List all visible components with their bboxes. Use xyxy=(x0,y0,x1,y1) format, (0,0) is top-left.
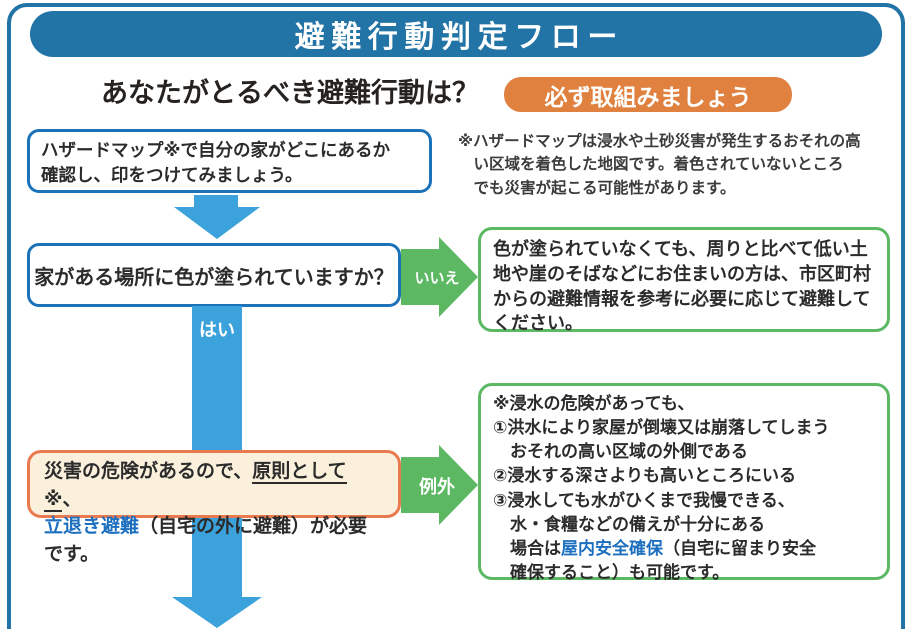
must-do-badge: 必ず取組みましょう xyxy=(504,77,792,112)
subtitle-question: あなたがとるべき避難行動は？ xyxy=(101,78,479,108)
outer-frame xyxy=(7,3,905,629)
hazard-map-note: ※ハザードマップは浸水や土砂災害が発生するおそれの高 い区域を着色した地図です。… xyxy=(458,133,861,197)
no-arrow-icon xyxy=(401,237,478,317)
exception-arrow-label: 例外 xyxy=(419,477,455,497)
exception-box: ※浸水の危険があっても、①洪水により家屋が倒壊又は崩落してしまう おそれの高い区… xyxy=(478,383,890,582)
yes-arrow-label: はい xyxy=(199,320,235,340)
bottom-arrow-head-icon xyxy=(172,597,262,628)
principle-box: 災害の危険があるので、原則として※、立退き避難（自宅の外に避難）が必要です。 xyxy=(27,450,401,565)
page-title: 避難行動判定フロー xyxy=(294,21,624,54)
step2-question: 家がある場所に色が塗られていますか？ xyxy=(34,266,394,289)
no-result-box: 色が塗られていなくても、周りと比べて低い土 地や崖のそばなどにお住まいの方は、市… xyxy=(478,227,890,333)
step1-box: ハザードマップ※で自分の家がどこにあるか 確認し、印をつけてみましょう。 xyxy=(27,129,432,193)
title-bar: 避難行動判定フロー xyxy=(30,11,882,57)
exception-arrow-icon xyxy=(401,445,478,525)
step2-box: 家がある場所に色が塗られていますか？ xyxy=(27,243,401,307)
no-arrow-label: いいえ xyxy=(414,270,460,287)
down-arrow-icon xyxy=(174,195,260,239)
